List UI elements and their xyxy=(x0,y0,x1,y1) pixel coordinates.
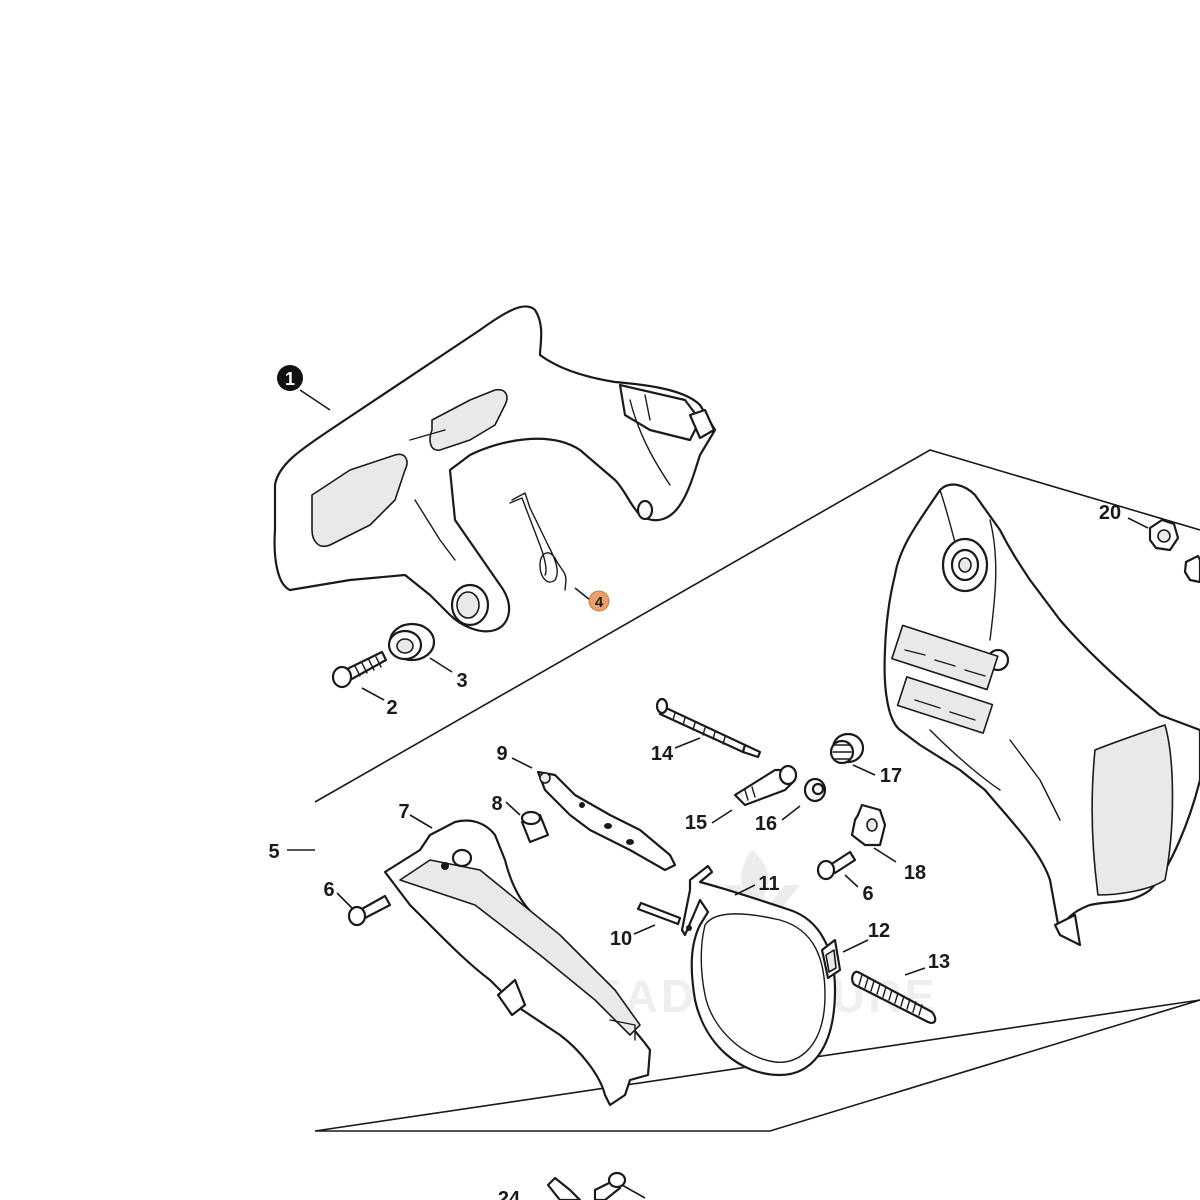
front-handle-part[interactable] xyxy=(273,305,717,633)
brake-band-part[interactable] xyxy=(680,864,837,1077)
svg-text:4: 4 xyxy=(595,594,604,611)
callout-3[interactable]: 3 xyxy=(456,670,467,692)
screw-part-2[interactable] xyxy=(331,650,388,689)
callout-15[interactable]: 15 xyxy=(685,812,707,834)
callout-1[interactable]: 1 xyxy=(277,365,303,391)
nut-part[interactable] xyxy=(1148,518,1200,584)
tensioner-pin-part[interactable] xyxy=(733,764,798,807)
lever-part[interactable] xyxy=(536,770,677,872)
callout-16[interactable]: 16 xyxy=(755,813,777,835)
bottom-part-24[interactable] xyxy=(546,1171,646,1200)
screw-part-6-left[interactable] xyxy=(347,894,392,927)
callout-20[interactable]: 20 xyxy=(1099,502,1121,524)
leader-lines xyxy=(287,389,1149,976)
callout-17[interactable]: 17 xyxy=(880,765,902,787)
callout-13[interactable]: 13 xyxy=(928,951,950,973)
callout-4[interactable]: 4 xyxy=(588,590,610,612)
tensioner-bolt-part[interactable] xyxy=(655,697,762,759)
callout-6-left[interactable]: 6 xyxy=(323,879,334,901)
callout-7[interactable]: 7 xyxy=(398,801,409,823)
callout-6-right[interactable]: 6 xyxy=(862,883,873,905)
callout-2[interactable]: 2 xyxy=(386,697,397,719)
bushing-part[interactable] xyxy=(387,622,436,662)
block-part[interactable] xyxy=(820,938,842,980)
callout-24[interactable]: 24 xyxy=(498,1188,521,1200)
bracket-part[interactable] xyxy=(850,803,887,847)
callout-11[interactable]: 11 xyxy=(758,873,779,895)
callout-5[interactable]: 5 xyxy=(268,841,279,863)
washer-part[interactable] xyxy=(803,777,827,803)
callout-9[interactable]: 9 xyxy=(496,743,507,765)
gear-part[interactable] xyxy=(829,732,865,765)
callout-14[interactable]: 14 xyxy=(651,743,674,765)
pin-part[interactable] xyxy=(636,901,682,926)
sprocket-cover-part[interactable] xyxy=(883,483,1200,947)
spring-part[interactable] xyxy=(509,492,567,591)
callout-18[interactable]: 18 xyxy=(904,862,926,884)
callout-12[interactable]: 12 xyxy=(868,920,890,942)
brake-spring-part[interactable] xyxy=(851,970,937,1024)
svg-text:1: 1 xyxy=(285,369,295,389)
screw-part-6-right[interactable] xyxy=(816,850,857,881)
callout-10[interactable]: 10 xyxy=(610,928,632,950)
callout-8[interactable]: 8 xyxy=(491,793,502,815)
brake-lever-part[interactable] xyxy=(383,819,652,1107)
sleeve-part[interactable] xyxy=(520,810,550,844)
